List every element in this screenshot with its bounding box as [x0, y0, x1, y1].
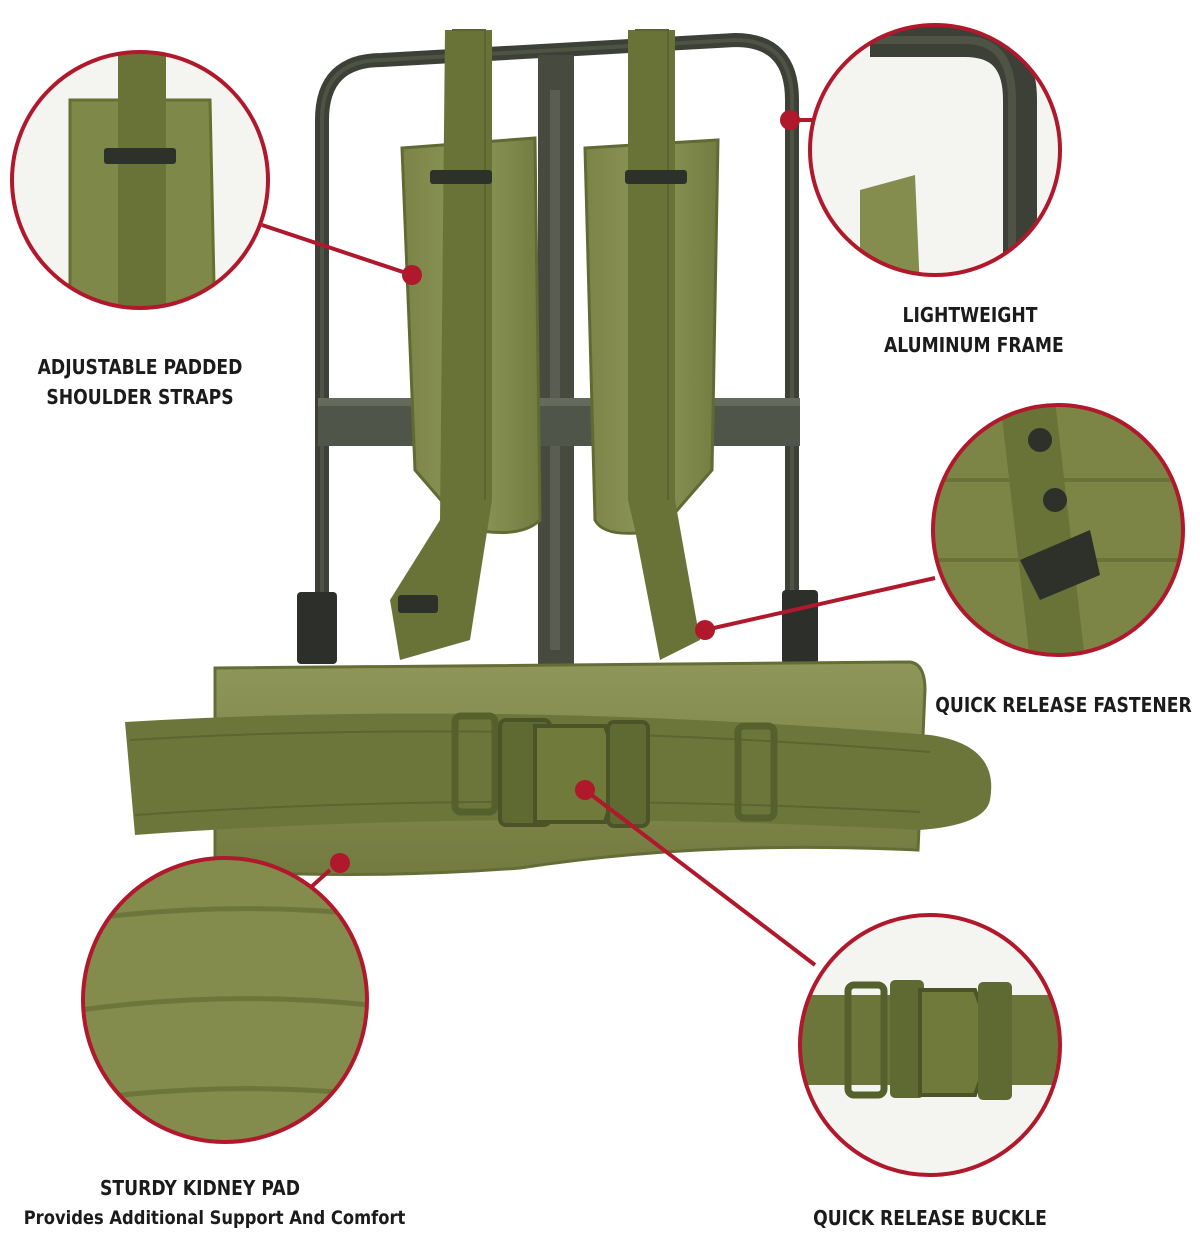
- buckle-label-line1: QUICK RELEASE BUCKLE: [813, 1206, 1047, 1230]
- pack-frame: [297, 32, 818, 675]
- callout-connectors: [261, 110, 936, 967]
- shoulder-straps-label-line2: SHOULDER STRAPS: [46, 385, 234, 409]
- fastener-closeup-icon: [931, 403, 1185, 657]
- kidney-pad-closeup-icon: [81, 856, 369, 1144]
- buckle-closeup-icon: [798, 913, 1062, 1177]
- kidney-pad-label: STURDY KIDNEY PAD Provides Additional Su…: [23, 1173, 406, 1233]
- fastener-label-line1: QUICK RELEASE FASTENER: [935, 693, 1192, 717]
- kidney-pad-label-line1: STURDY KIDNEY PAD: [99, 1176, 301, 1200]
- kidney-pad-and-belt: [125, 660, 992, 877]
- shoulder-strap-closeup-icon: [10, 50, 270, 310]
- frame-closeup-icon: [808, 23, 1062, 277]
- shoulder-straps: [390, 29, 720, 660]
- frame-label: LIGHTWEIGHT ALUMINUM FRAME: [884, 300, 1064, 360]
- frame-label-line1: LIGHTWEIGHT: [902, 303, 1038, 327]
- fastener-label: QUICK RELEASE FASTENER: [935, 690, 1192, 720]
- shoulder-straps-label: ADJUSTABLE PADDED SHOULDER STRAPS: [37, 352, 243, 412]
- kidney-pad-label-line2: Provides Additional Support And Comfort: [23, 1207, 406, 1229]
- buckle-label: QUICK RELEASE BUCKLE: [810, 1203, 1051, 1233]
- shoulder-straps-label-line1: ADJUSTABLE PADDED: [37, 355, 243, 379]
- frame-label-line2: ALUMINUM FRAME: [884, 333, 1064, 357]
